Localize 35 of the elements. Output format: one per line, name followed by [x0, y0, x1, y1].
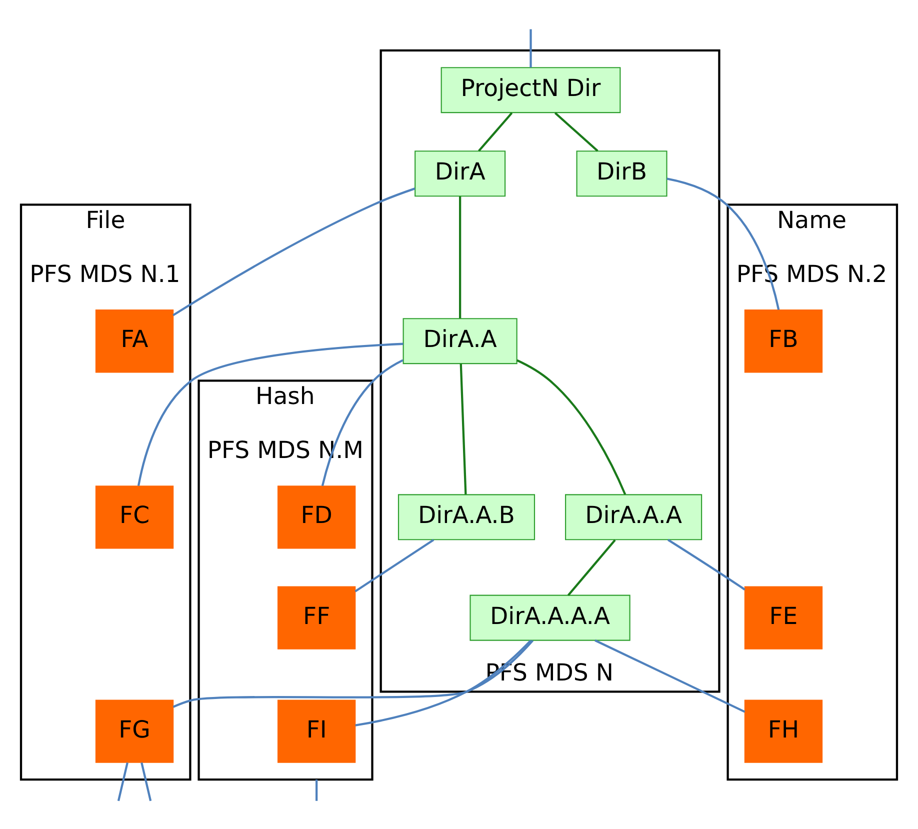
- node-box: FD: [277, 485, 356, 548]
- connector: [117, 762, 128, 801]
- connector: [354, 538, 434, 592]
- connector: [137, 342, 404, 486]
- connector: [316, 779, 318, 800]
- connector: [460, 363, 467, 494]
- node-box: DirB: [576, 150, 668, 196]
- connector: [478, 112, 513, 152]
- connector: [667, 538, 746, 590]
- connector: [516, 358, 626, 494]
- connector: [554, 112, 598, 152]
- node-box: FE: [744, 586, 823, 649]
- node-box: DirA.A.B: [398, 494, 536, 540]
- node-box: ProjectN Dir: [440, 66, 621, 113]
- connector: [530, 28, 532, 67]
- node-box: FC: [95, 485, 174, 548]
- connector: [355, 639, 532, 726]
- node-box: DirA.A.A.A: [470, 594, 630, 640]
- node-box: FG: [95, 699, 174, 762]
- node-box: FA: [95, 309, 174, 372]
- connector: [140, 762, 152, 801]
- connector: [567, 538, 616, 596]
- connector: [459, 196, 462, 318]
- connector: [172, 639, 534, 708]
- node-box: FB: [744, 309, 823, 372]
- connector: [321, 358, 404, 486]
- node-box: FH: [744, 699, 823, 762]
- node-box: DirA.A.A: [565, 494, 702, 540]
- connector: [666, 177, 780, 310]
- node-box: FI: [277, 699, 356, 762]
- node-box: FF: [277, 586, 356, 649]
- node-box: DirA.A: [402, 318, 518, 364]
- connector: [594, 638, 746, 712]
- node-box: DirA: [414, 150, 506, 196]
- connector: [172, 187, 416, 316]
